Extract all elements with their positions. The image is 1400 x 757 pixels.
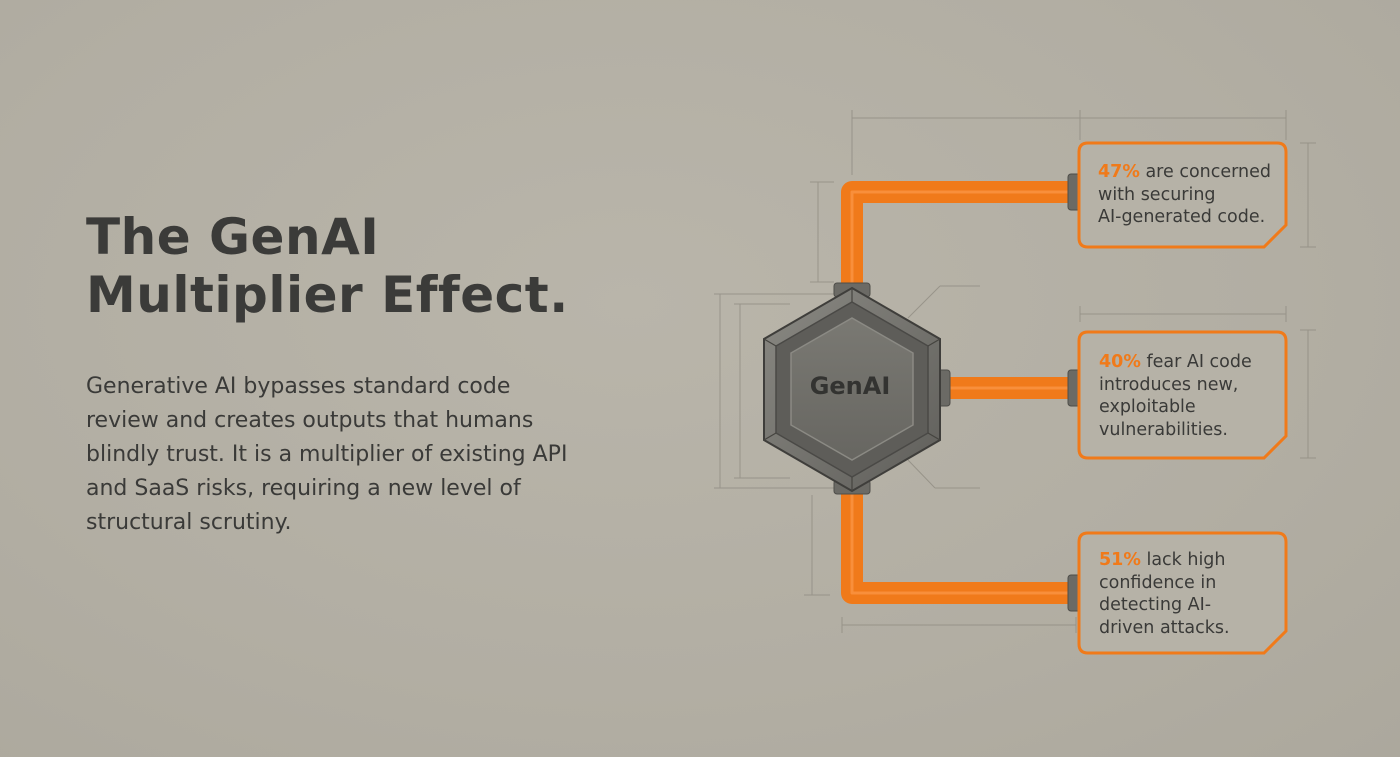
title-line-1: The GenAI (86, 208, 380, 266)
stat-text: vulnerabilities. (1099, 419, 1228, 440)
description-line: blindly trust. It is a multiplier of exi… (86, 442, 568, 467)
stat-percent-1: 47% (1098, 162, 1140, 182)
stat-card-2-frame (1077, 330, 1288, 460)
hub-label: GenAI (809, 372, 891, 400)
stat-percent-2: 40% (1099, 352, 1141, 372)
title-line-2: Multiplier Effect. (86, 266, 569, 324)
genai-hexagon (763, 286, 941, 493)
stat-text: driven attacks. (1099, 617, 1230, 638)
stat-card-1-frame (1077, 141, 1288, 249)
connector-bottom (841, 479, 1083, 604)
stat-text: confidence in (1099, 572, 1217, 593)
stat-text: with securing (1098, 184, 1216, 205)
stat-percent-3: 51% (1099, 550, 1141, 570)
description-line: Generative AI bypasses standard code (86, 374, 511, 399)
stat-text: are concerned (1139, 162, 1271, 182)
description-line: review and creates outputs that humans (86, 408, 534, 433)
connector-lines (841, 181, 1083, 604)
dimension-lines (714, 110, 1316, 633)
stat-text: AI-generated code. (1098, 207, 1266, 227)
stat-card-1-line-1: 47% are concerned (1098, 161, 1278, 184)
connector-top (841, 181, 1083, 303)
stat-card-2: 40% fear AI code introduces new, exploit… (1099, 351, 1279, 441)
stat-card-2-line-1: 40% fear AI code (1099, 351, 1279, 374)
description-paragraph: Generative AI bypasses standard code rev… (86, 370, 606, 540)
stat-card-3-line-1: 51% lack high (1099, 549, 1279, 572)
stat-text: exploitable (1099, 397, 1196, 417)
stat-card-3-frame (1077, 531, 1288, 655)
stat-text: fear AI code (1140, 352, 1252, 372)
stat-text: lack high (1140, 550, 1226, 570)
description-line: structural scrutiny. (86, 510, 292, 535)
description-line: and SaaS risks, requiring a new level of (86, 476, 521, 501)
stat-card-frames (1077, 141, 1288, 655)
stat-text: detecting AI- (1099, 595, 1212, 615)
page-title: The GenAI Multiplier Effect. (86, 208, 606, 324)
stat-card-3: 51% lack high confidence in detecting AI… (1099, 549, 1279, 639)
stat-card-1: 47% are concerned with securing AI-gener… (1098, 161, 1278, 229)
stat-text: introduces new, (1099, 374, 1239, 395)
